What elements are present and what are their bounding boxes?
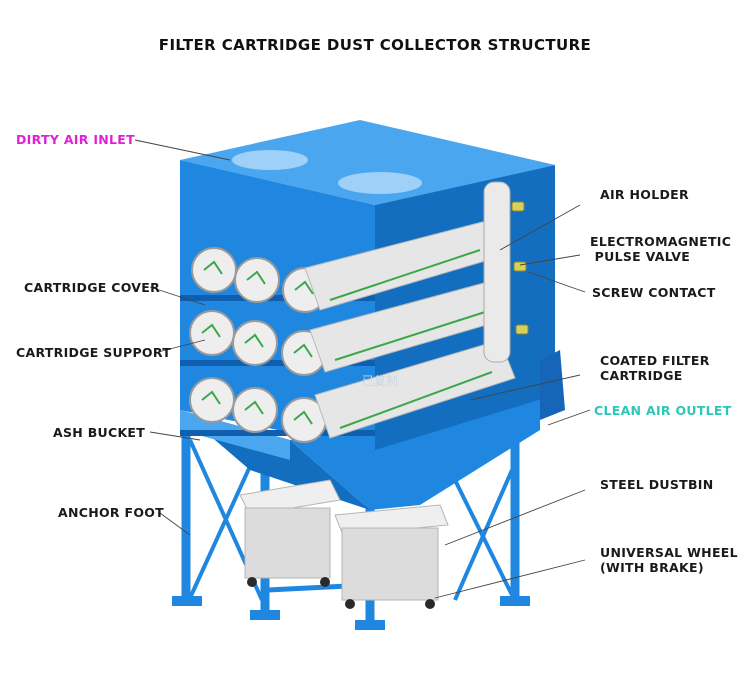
label-ash-bucket: ASH BUCKET (53, 425, 146, 440)
label-cartridge-cover: CARTRIDGE COVER (24, 280, 161, 295)
label-universal-wheel: UNIVERSAL WHEEL (WITH BRAKE) (600, 545, 738, 575)
steel-dustbins (239, 479, 449, 601)
label-screw-contact: SCREW CONTACT (592, 285, 716, 300)
label-dirty-air-inlet: DIRTY AIR INLET (16, 132, 135, 147)
label-coated-filter-cartridge: COATED FILTER CARTRIDGE (600, 353, 710, 383)
leader-lines (134, 139, 591, 599)
air-holder (483, 181, 511, 363)
universal-wheels (247, 577, 435, 609)
label-steel-dustbin: STEEL DUSTBIN (600, 477, 714, 492)
label-clean-air-outlet: CLEAN AIR OUTLET (594, 403, 732, 418)
label-anchor-foot: ANCHOR FOOT (58, 505, 164, 520)
diagram-title: FILTER CARTRIDGE DUST COLLECTOR STRUCTUR… (158, 36, 592, 54)
cartridge-support-marks (201, 260, 314, 425)
tube-sheet-dividers (180, 295, 375, 436)
label-air-holder: AIR HOLDER (600, 187, 689, 202)
label-pulse-valve: ELECTROMAGNETIC PULSE VALVE (590, 234, 732, 264)
cartridge-covers (189, 247, 328, 443)
label-cartridge-support: CARTRIDGE SUPPORT (16, 345, 172, 360)
coated-filter-cartridges (304, 219, 516, 439)
anchor-feet (172, 596, 530, 630)
watermark-text: 已复制 (362, 374, 398, 388)
